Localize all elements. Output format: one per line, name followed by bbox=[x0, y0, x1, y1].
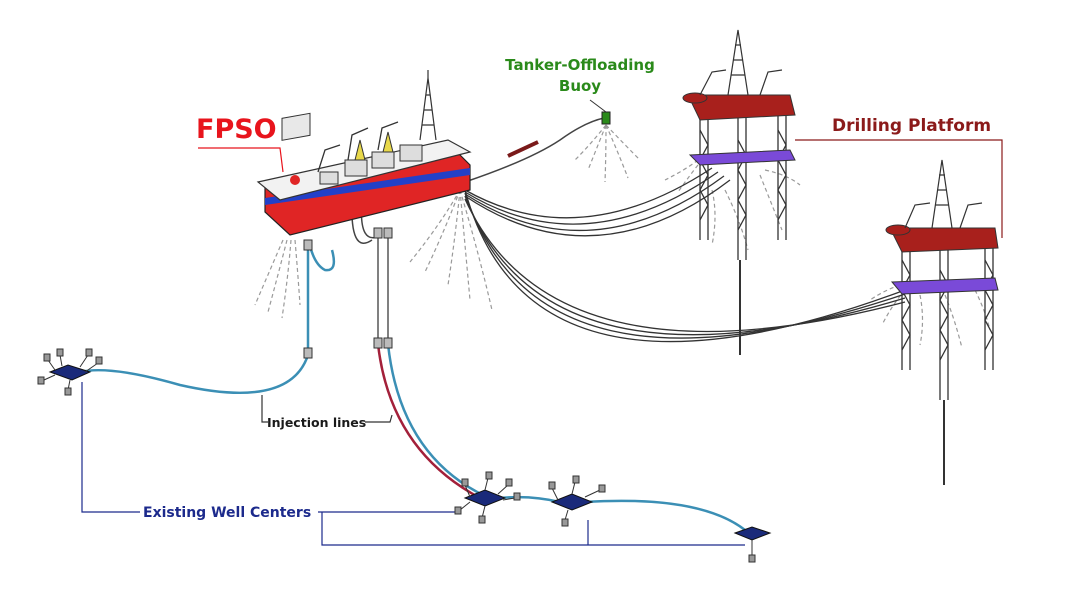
buoy-leader bbox=[589, 99, 607, 113]
riser-connectors bbox=[303, 227, 393, 359]
well-manifold-4 bbox=[733, 526, 772, 563]
drilling-leader bbox=[795, 139, 1003, 238]
drilling-platform-2 bbox=[885, 159, 999, 485]
risers bbox=[79, 199, 746, 531]
drilling-platform-label: Drilling Platform bbox=[832, 116, 991, 136]
offloading-buoy bbox=[601, 111, 611, 125]
injection-lines-label: Injection lines bbox=[267, 415, 366, 430]
fpso-vessel bbox=[256, 70, 472, 236]
injection-leader-right bbox=[365, 414, 393, 423]
buoy-label-line1: Tanker-Offloading bbox=[505, 56, 655, 74]
offloading-hose-section bbox=[507, 140, 539, 158]
well-manifold-3 bbox=[548, 475, 606, 527]
well-manifold-2 bbox=[454, 471, 521, 524]
existing-well-centers-label: Existing Well Centers bbox=[143, 505, 311, 521]
injection-leader bbox=[261, 395, 268, 423]
well-center-connectors bbox=[81, 382, 745, 546]
fpso-label: FPSO bbox=[196, 114, 277, 145]
well-manifold-1 bbox=[37, 348, 103, 396]
buoy-label-line2: Buoy bbox=[559, 77, 601, 95]
mooring-lines bbox=[254, 124, 991, 349]
drilling-platform-1 bbox=[682, 29, 796, 355]
fpso-leader bbox=[198, 147, 284, 173]
export-pipelines bbox=[464, 117, 906, 343]
